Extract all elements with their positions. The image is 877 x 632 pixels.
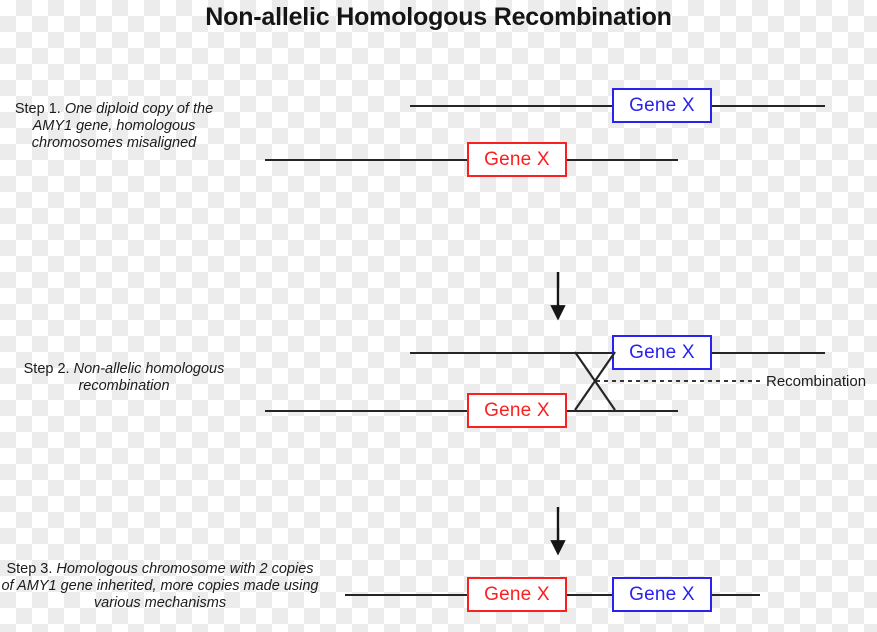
gene-label: Gene X <box>484 583 550 605</box>
crossover-line-up <box>574 351 616 411</box>
recombination-annotation-label: Recombination <box>766 373 867 390</box>
step-3-label: Step 3. Homologous chromosome with 2 cop… <box>0 561 320 612</box>
step-2-label: Step 2. Non-allelic homologous recombina… <box>0 361 248 395</box>
gene-label: Gene X <box>629 94 695 116</box>
step1-upper-strand-right <box>712 105 825 107</box>
step-2-number: Step 2. <box>23 361 70 377</box>
step3-strand-right <box>712 594 760 596</box>
step1-gene-x-blue-box[interactable]: Gene X <box>612 88 712 123</box>
step3-strand-left <box>345 594 467 596</box>
step2-gene-x-red-box[interactable]: Gene X <box>467 393 567 428</box>
step2-lower-strand-left <box>265 410 467 412</box>
step1-upper-strand-left <box>410 105 612 107</box>
step-3-number: Step 3. <box>6 561 53 577</box>
step3-gene-x-blue-box[interactable]: Gene X <box>612 577 712 612</box>
step1-gene-x-red-box[interactable]: Gene X <box>467 142 567 177</box>
step1-lower-strand-right <box>567 159 678 161</box>
step3-gene-x-red-box[interactable]: Gene X <box>467 577 567 612</box>
gene-label: Gene X <box>629 341 695 363</box>
gene-label: Gene X <box>629 583 695 605</box>
gene-label: Gene X <box>484 148 550 170</box>
gene-label: Gene X <box>484 399 550 421</box>
step2-gene-x-blue-box[interactable]: Gene X <box>612 335 712 370</box>
step2-upper-strand-right <box>712 352 825 354</box>
step-1-number: Step 1. <box>14 101 61 117</box>
step2-lower-strand-right <box>567 410 678 412</box>
step-1-text: One diploid copy of the AMY1 gene, homol… <box>31 101 214 151</box>
step-3-text: Homologous chromosome with 2 copies of A… <box>1 561 319 611</box>
step-1-label: Step 1. One diploid copy of the AMY1 gen… <box>0 101 228 152</box>
step3-strand-middle <box>567 594 612 596</box>
step2-upper-strand-left <box>410 352 612 354</box>
crossover-line-down <box>574 351 616 411</box>
step-2-text: Non-allelic homologous recombination <box>69 361 225 394</box>
step1-lower-strand-left <box>265 159 467 161</box>
page-title: Non-allelic Homologous Recombination <box>205 3 672 31</box>
